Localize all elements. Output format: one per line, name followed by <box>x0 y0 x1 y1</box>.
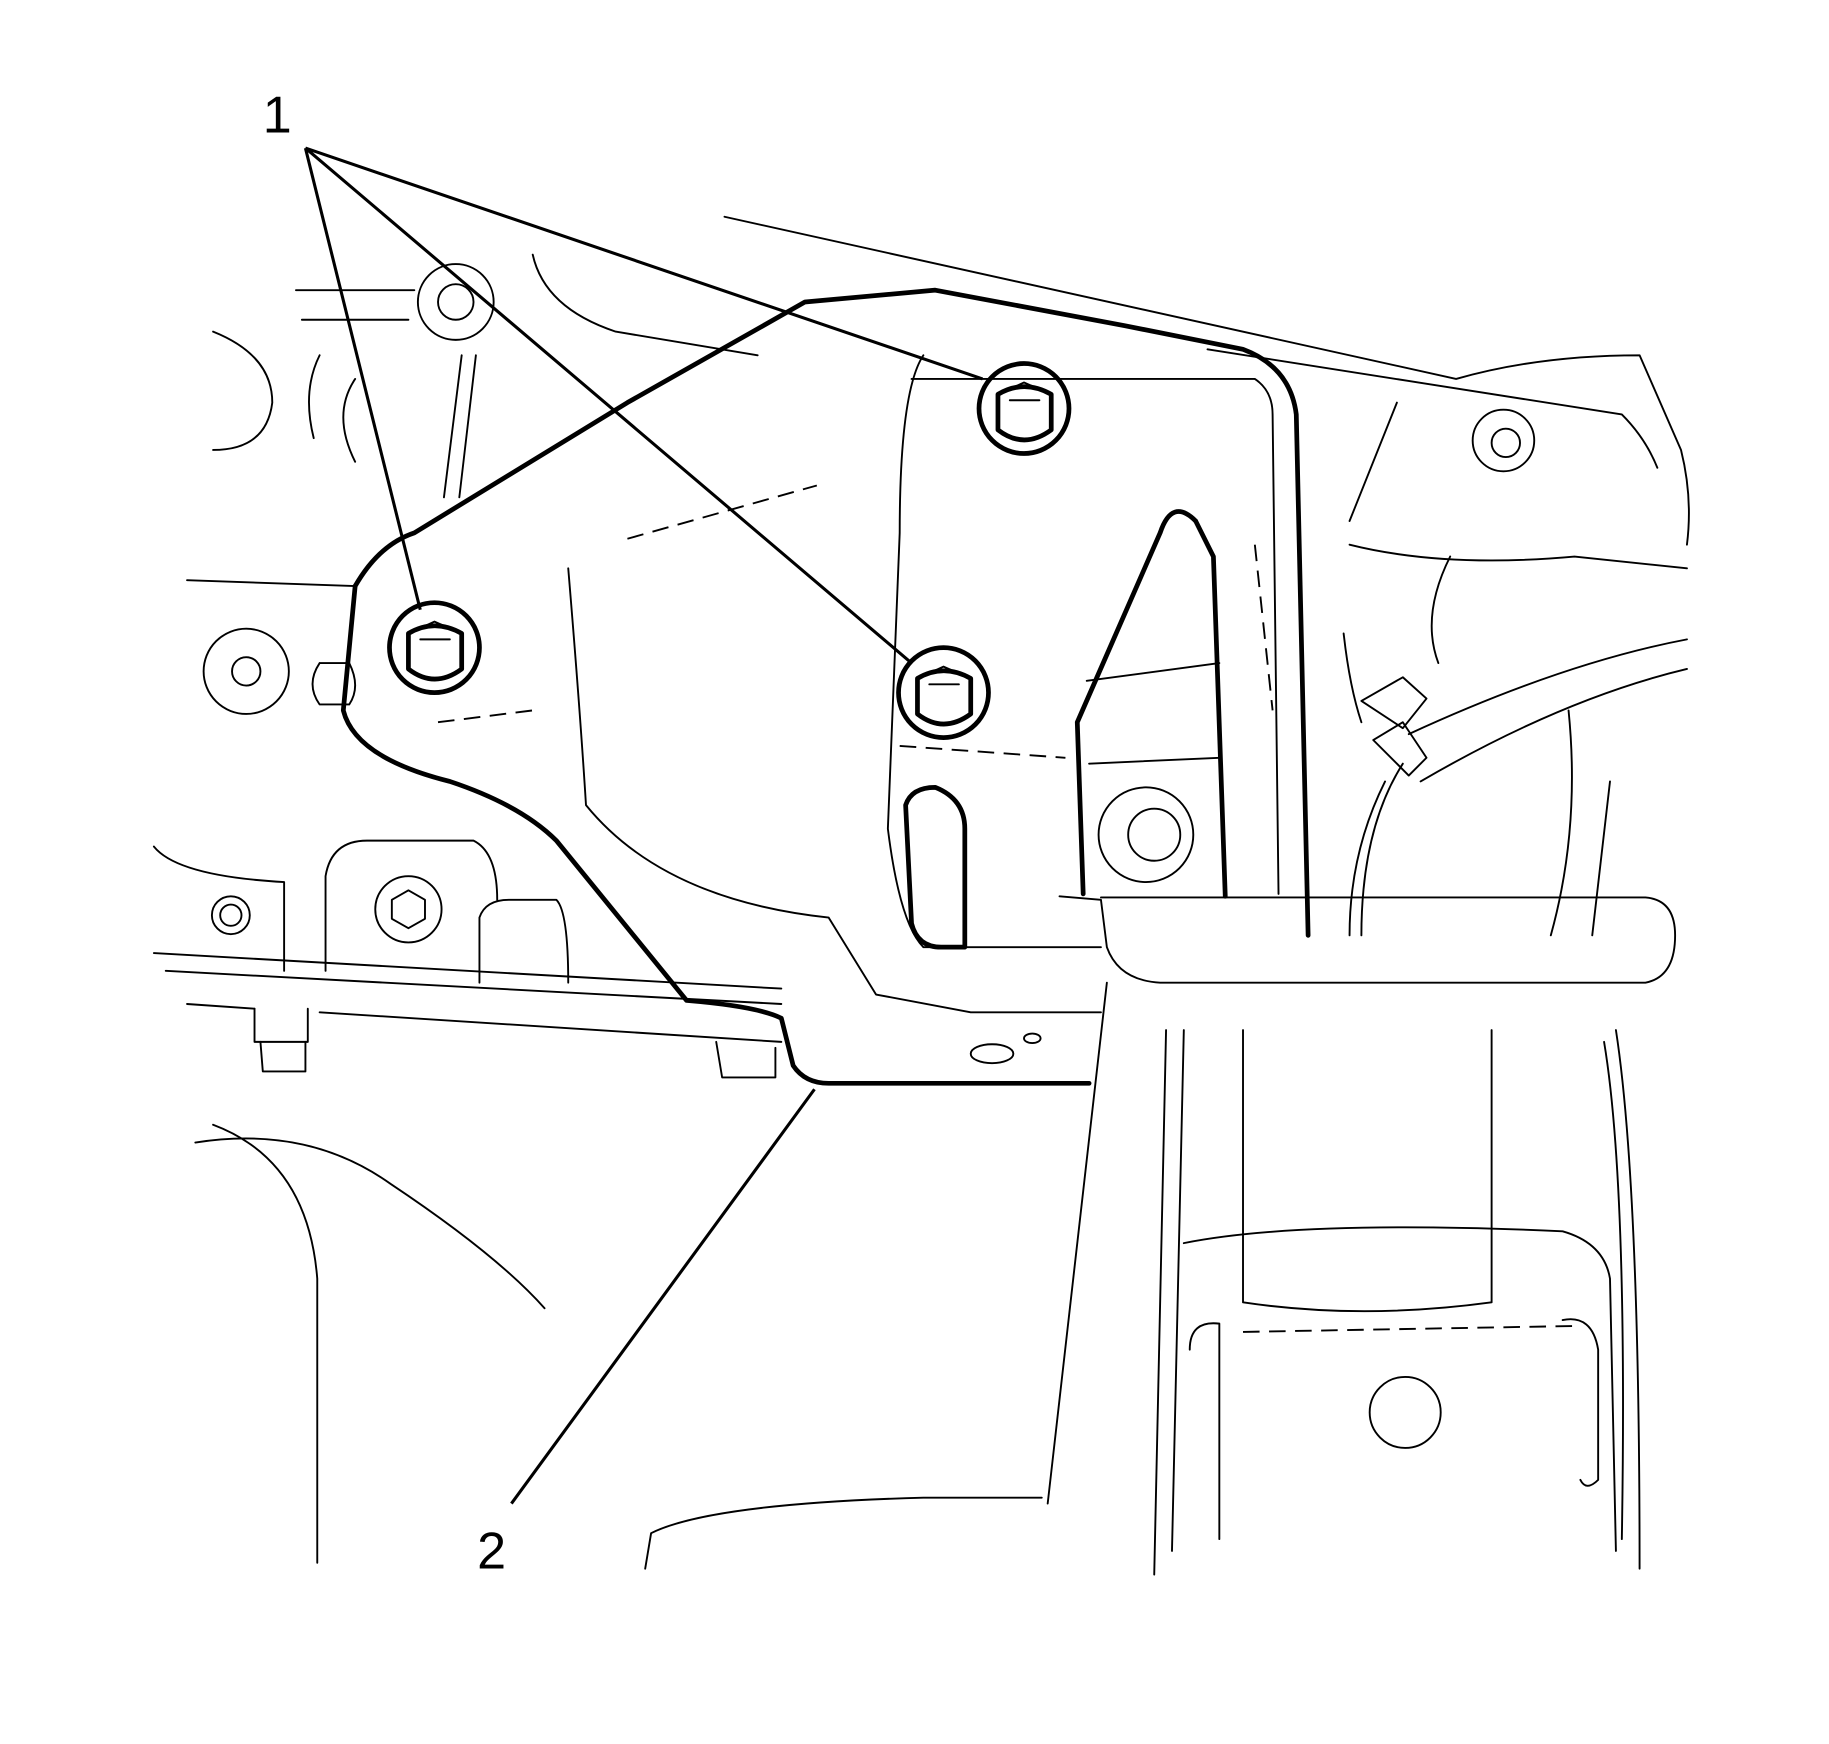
callout-label-1: 1 <box>263 87 292 145</box>
callout-label-2: 2 <box>477 1523 506 1581</box>
callout-1-leaders <box>303 146 984 665</box>
bolt-left <box>387 600 482 696</box>
bolt-middle <box>896 645 991 741</box>
bolt-top <box>976 361 1072 456</box>
background-structure <box>152 215 1690 1576</box>
bracket <box>340 287 1311 1086</box>
callout-2-leader <box>510 1088 816 1505</box>
